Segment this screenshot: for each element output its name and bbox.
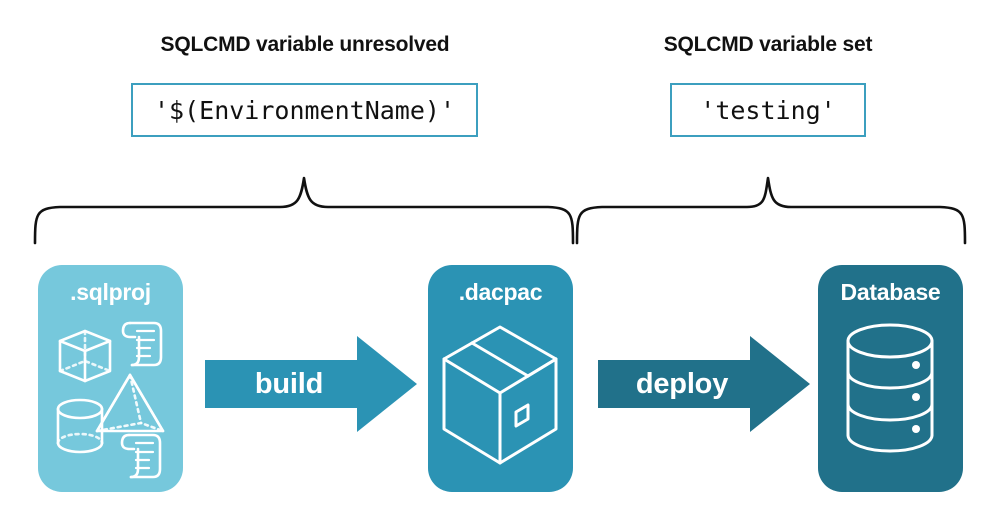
scroll-icon-bottom: [120, 433, 162, 479]
artifact-title-dacpac: .dacpac: [458, 279, 543, 305]
package-box-icon: [442, 325, 558, 465]
curly-brace-right: [575, 176, 967, 245]
artifact-box-database: Database: [818, 265, 963, 492]
arrow-build-shape: [205, 336, 417, 432]
arrow-deploy-shape: [598, 336, 810, 432]
database-icon-group: [846, 323, 934, 453]
group-label-set: SQLCMD variable set: [663, 33, 873, 56]
artifact-box-sqlproj: .sqlproj: [38, 265, 183, 492]
database-cylinder-icon: [846, 323, 934, 453]
cube-icon: [58, 329, 112, 383]
cylinder-icon: [56, 398, 104, 454]
artifact-title-sqlproj: .sqlproj: [70, 279, 151, 305]
code-box-environment-name: '$(EnvironmentName)': [131, 83, 478, 137]
curly-brace-left: [33, 176, 575, 245]
code-box-testing: 'testing': [670, 83, 866, 137]
pyramid-icon: [95, 373, 165, 433]
arrow-deploy: deploy: [598, 336, 810, 432]
sqlproj-icon-group: [56, 321, 165, 479]
artifact-title-database: Database: [840, 279, 941, 305]
arrow-build: build: [205, 336, 417, 432]
dacpac-icon-group: [442, 325, 558, 465]
scroll-icon-top: [121, 321, 163, 367]
group-label-unresolved: SQLCMD variable unresolved: [160, 33, 450, 56]
artifact-box-dacpac: .dacpac: [428, 265, 573, 492]
